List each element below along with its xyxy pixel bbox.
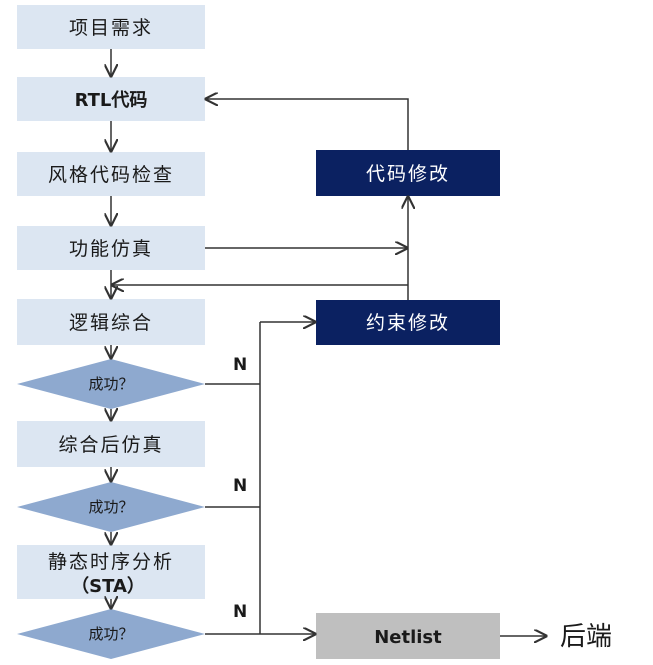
step-sta-box — [17, 545, 205, 599]
decision-2: 成功？ — [17, 482, 205, 532]
backend-label: 后端 — [560, 622, 612, 652]
step-synthesis: 逻辑综合 — [17, 299, 205, 345]
feedback-code-fix-box — [316, 150, 500, 196]
step-synthesis-box — [17, 299, 205, 345]
step-sta: 静态时序分析 （STA） — [17, 545, 205, 599]
step-netlist-label: Netlist — [374, 627, 442, 648]
step-lint-box — [17, 152, 205, 196]
step-rtl-label: RTL代码 — [75, 90, 148, 111]
step-netlist: Netlist — [316, 613, 500, 659]
feedback-constraint-fix: 约束修改 — [316, 300, 500, 345]
step-requirements-box — [17, 5, 205, 49]
step-requirements-label: 项目需求 — [69, 17, 153, 39]
decision-2-diamond — [17, 482, 205, 532]
feedback-constraint-fix-label: 约束修改 — [366, 312, 450, 334]
decision-1: 成功？ — [17, 359, 205, 409]
step-requirements: 项目需求 — [17, 5, 205, 49]
feedback-code-fix: 代码修改 — [316, 150, 500, 196]
step-lint-label: 风格代码检查 — [48, 164, 174, 186]
step-func-sim-label: 功能仿真 — [69, 238, 153, 260]
arrow-codefix-to-rtl — [206, 99, 409, 150]
step-post-syn-sim-label: 综合后仿真 — [58, 434, 163, 456]
step-rtl-box — [17, 77, 205, 121]
feedback-code-fix-label: 代码修改 — [366, 163, 450, 185]
step-post-syn-sim-box — [17, 421, 205, 467]
decision-3-diamond — [17, 609, 205, 659]
no-label-1: N — [233, 355, 247, 375]
feedback-constraint-fix-box — [316, 300, 500, 345]
step-lint: 风格代码检查 — [17, 152, 205, 196]
no-label-3: N — [233, 602, 247, 622]
decision-2-label: 成功？ — [88, 498, 133, 516]
step-func-sim-box — [17, 226, 205, 270]
no-label-2: N — [233, 476, 247, 496]
decision-1-label: 成功？ — [88, 375, 133, 393]
decision-1-diamond — [17, 359, 205, 409]
step-rtl: RTL代码 — [17, 77, 205, 121]
step-func-sim: 功能仿真 — [17, 226, 205, 270]
decision-3: 成功？ — [17, 609, 205, 659]
feedback-connectors — [112, 99, 546, 636]
step-synthesis-label: 逻辑综合 — [69, 312, 153, 334]
step-sta-label-line2: （STA） — [71, 576, 145, 597]
step-post-syn-sim: 综合后仿真 — [17, 421, 205, 467]
decision-3-label: 成功？ — [88, 625, 133, 643]
step-netlist-box — [316, 613, 500, 659]
step-sta-label-line1: 静态时序分析 — [48, 551, 174, 573]
